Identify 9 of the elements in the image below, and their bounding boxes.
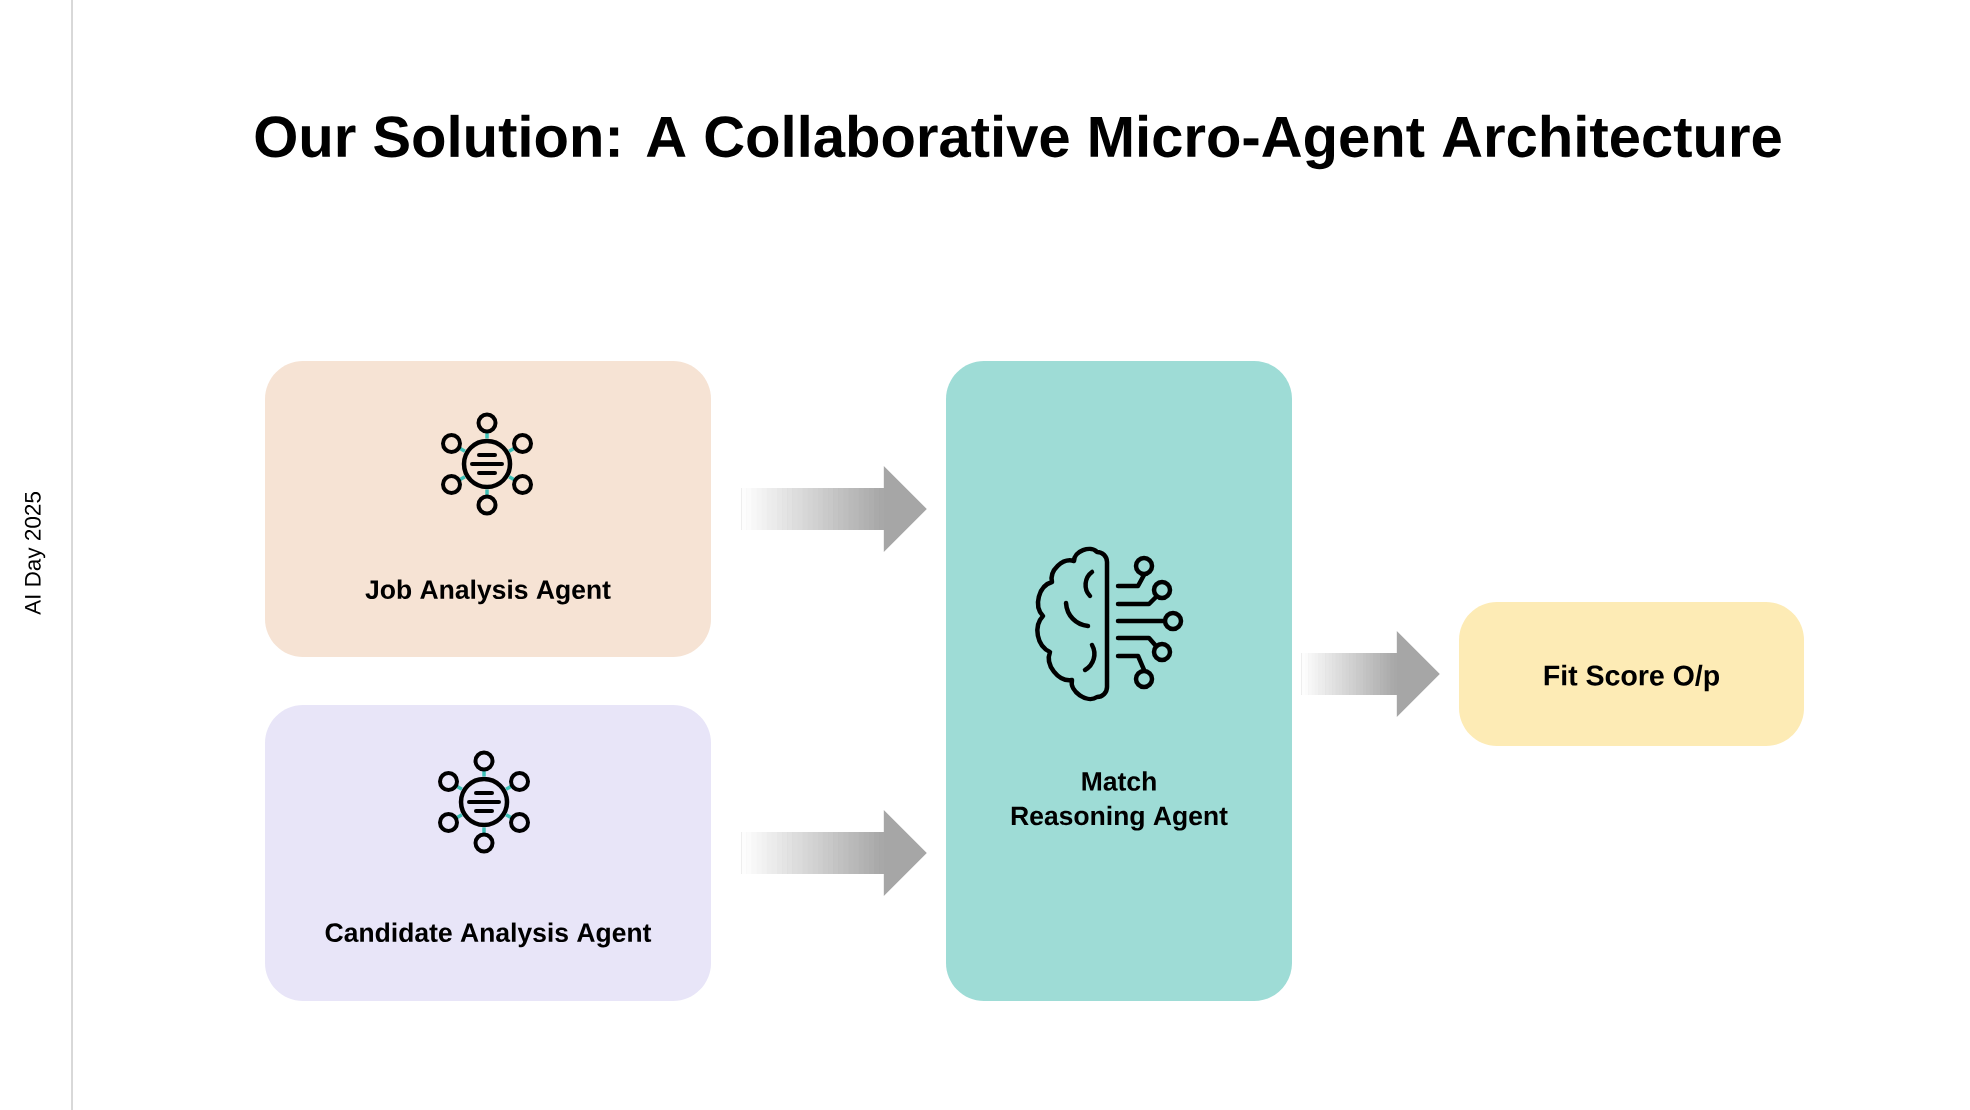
agent-box: Candidate Analysis Agent (265, 705, 711, 1001)
side-label: AI Day 2025 (24, 492, 46, 615)
arrow (741, 810, 927, 896)
result-box: Fit Score O/p (1459, 602, 1804, 746)
agent-box: Job Analysis Agent (265, 361, 711, 657)
arrow (1301, 631, 1440, 717)
arrow (741, 466, 927, 552)
agent-box: Match Reasoning Agent (946, 361, 1292, 1001)
title: Our Solution: A Collaborative Micro-Agent Architecture (255, 114, 1781, 170)
